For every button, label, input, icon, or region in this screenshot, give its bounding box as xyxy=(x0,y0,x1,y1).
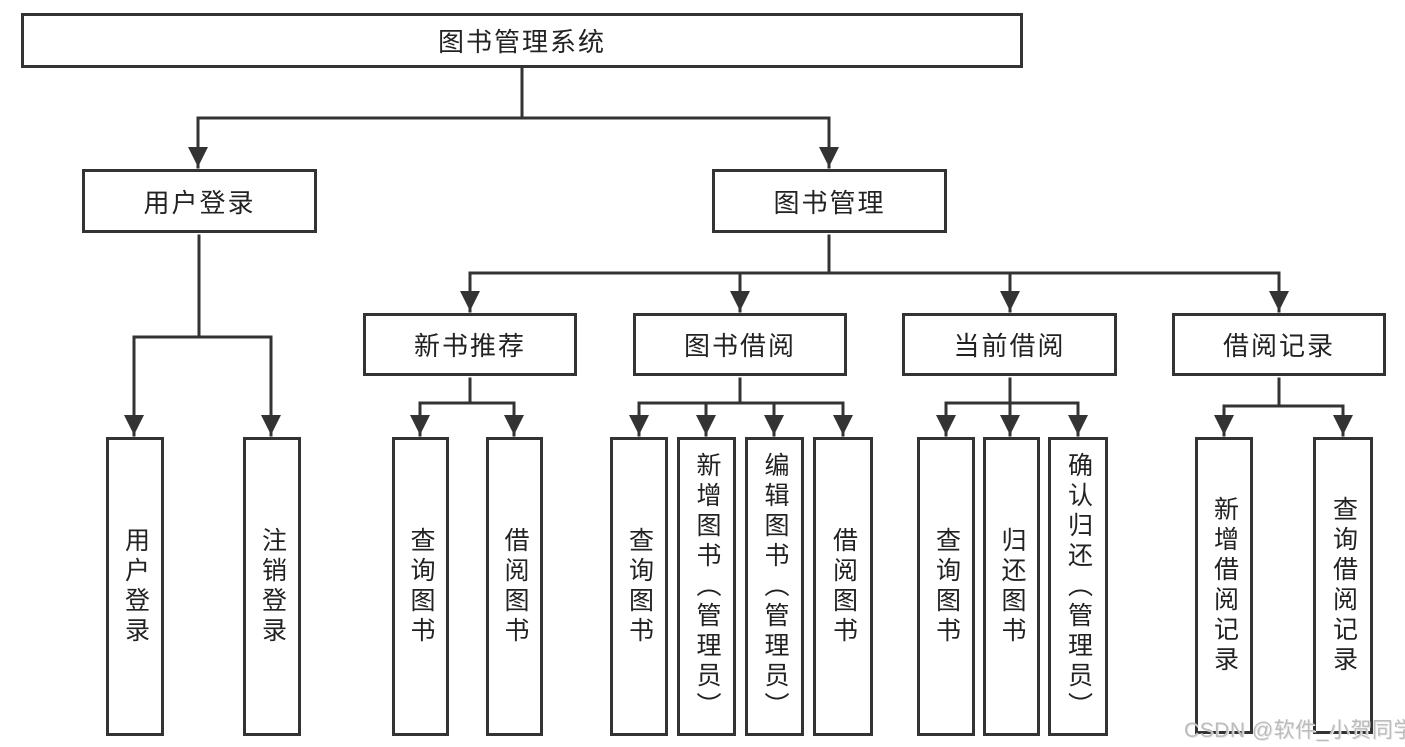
csdn-watermark: CSDN @软件_小贺同学 xyxy=(1184,719,1405,742)
leaf-confirm-return-admin: 确认归还（管理员） xyxy=(1048,437,1108,736)
node-current-borrow: 当前借阅 xyxy=(902,313,1117,376)
leaf-return-book-label: 归还图书 xyxy=(998,526,1026,647)
leaf-query-books-borrow: 查询图书 xyxy=(610,437,668,736)
leaf-borrow-books-2-label: 借阅图书 xyxy=(829,526,858,647)
leaf-query-books-current-label: 查询图书 xyxy=(932,526,961,647)
node-book-management-label: 图书管理 xyxy=(773,187,886,218)
leaf-query-books-current: 查询图书 xyxy=(917,437,975,736)
leaf-add-book-admin-label: 新增图书（管理员） xyxy=(693,451,721,722)
node-user-login-label: 用户登录 xyxy=(143,187,256,218)
node-borrow-records-label: 借阅记录 xyxy=(1222,331,1335,361)
leaf-user-login: 用户登录 xyxy=(106,437,164,736)
leaf-edit-book-admin: 编辑图书（管理员） xyxy=(745,437,804,736)
node-book-borrow-label: 图书借阅 xyxy=(683,331,796,361)
leaf-edit-book-admin-label: 编辑图书（管理员） xyxy=(761,451,789,722)
leaf-query-borrow-record: 查询借阅记录 xyxy=(1313,437,1373,734)
leaf-add-borrow-record-label: 新增借阅记录 xyxy=(1210,495,1239,676)
leaf-return-book: 归还图书 xyxy=(983,437,1040,736)
node-borrow-records: 借阅记录 xyxy=(1172,313,1386,376)
node-current-borrow-label: 当前借阅 xyxy=(953,331,1066,361)
leaf-user-login-label: 用户登录 xyxy=(121,526,150,647)
node-book-management: 图书管理 xyxy=(712,169,947,233)
leaf-add-borrow-record: 新增借阅记录 xyxy=(1195,437,1253,734)
leaf-confirm-return-admin-label: 确认归还（管理员） xyxy=(1064,451,1093,722)
leaf-query-borrow-record-label: 查询借阅记录 xyxy=(1329,495,1358,676)
leaf-query-books-recommend: 查询图书 xyxy=(392,437,449,736)
node-user-login: 用户登录 xyxy=(82,169,317,233)
node-book-borrow: 图书借阅 xyxy=(633,313,847,376)
leaf-logout-label: 注销登录 xyxy=(258,526,287,647)
node-new-book-recommend-label: 新书推荐 xyxy=(413,331,526,361)
node-root: 图书管理系统 xyxy=(21,13,1023,68)
leaf-borrow-books-2: 借阅图书 xyxy=(813,437,873,736)
leaf-borrow-books-recommend: 借阅图书 xyxy=(486,437,543,736)
node-root-label: 图书管理系统 xyxy=(437,27,606,57)
leaf-borrow-books-recommend-label: 借阅图书 xyxy=(501,526,529,647)
leaf-add-book-admin: 新增图书（管理员） xyxy=(677,437,736,736)
leaf-query-books-recommend-label: 查询图书 xyxy=(407,526,435,647)
leaf-query-books-borrow-label: 查询图书 xyxy=(625,526,654,647)
leaf-logout: 注销登录 xyxy=(243,437,301,736)
node-new-book-recommend: 新书推荐 xyxy=(363,313,577,376)
